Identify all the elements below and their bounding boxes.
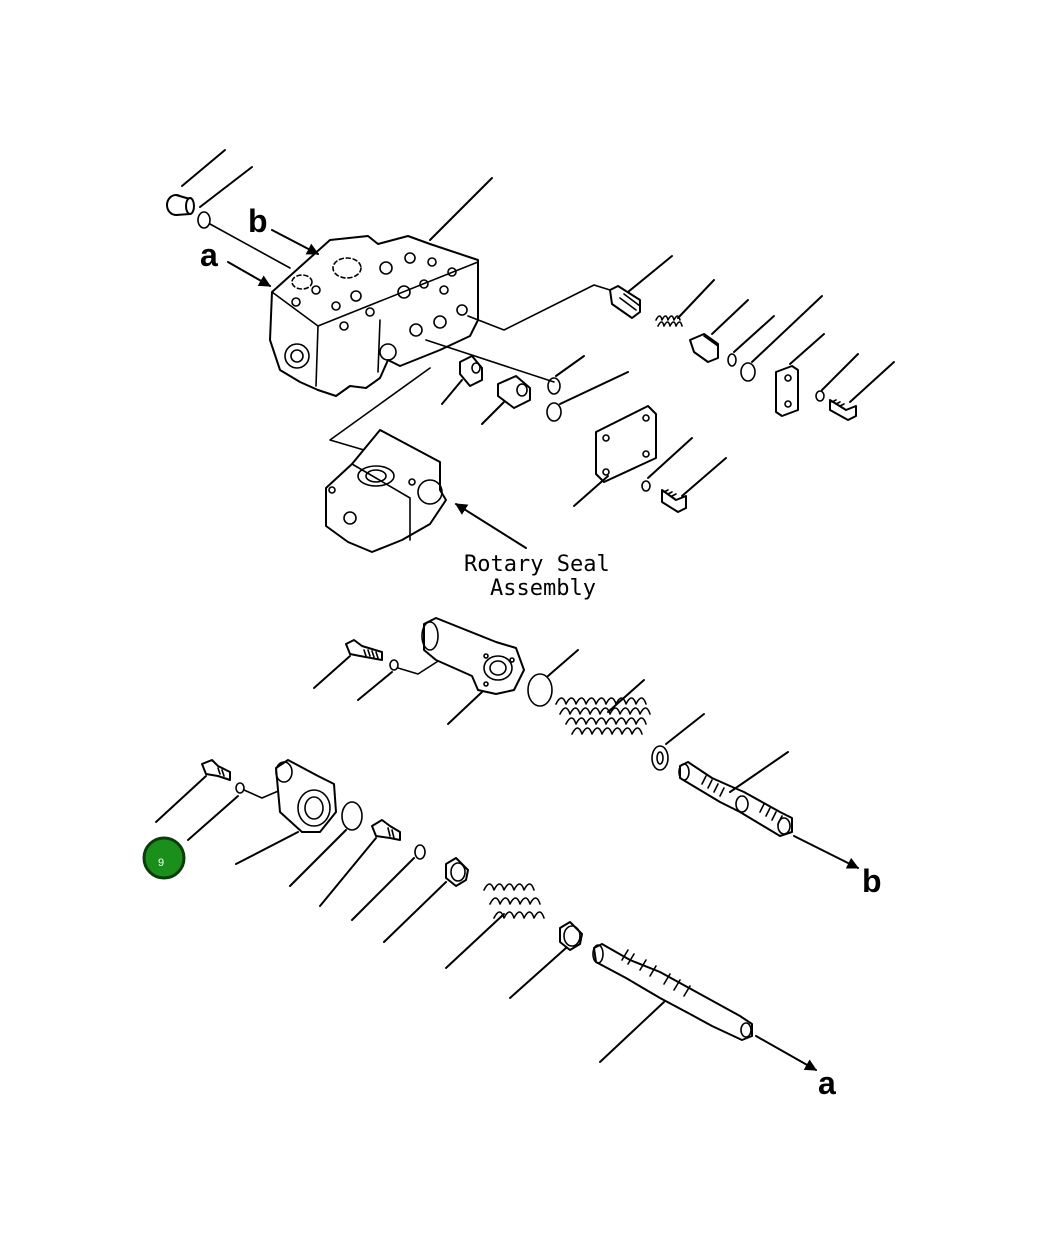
leader-line [559,371,629,405]
seat-part [445,857,469,887]
leader-line [711,299,749,335]
leader-line [447,691,483,725]
spring-part [655,315,683,327]
label-assembly: Assembly [490,576,596,601]
leader-line [647,437,693,479]
lock-washer [815,390,825,402]
leader-line [509,947,567,999]
leader-line [319,837,377,907]
plug-part [166,194,195,216]
leader-line [155,775,207,823]
bracket-part [775,365,799,417]
assembly-line [425,339,555,383]
leader-line [199,166,253,208]
leader-line [481,401,505,425]
washer [651,745,669,771]
elbow-housing-part [421,617,525,695]
arrow-rotary-seal [454,503,527,549]
leader-line [357,671,393,701]
o-ring [527,673,553,707]
washer [740,362,756,382]
callout-number: 9 [158,857,164,869]
leader-line [181,149,226,187]
o-ring [547,377,561,395]
assembly-line [329,367,431,451]
leader-line [821,353,859,391]
label-rotary-seal: Rotary Seal [464,552,610,577]
o-ring [341,801,363,831]
o-ring [727,353,737,367]
end-cap-housing-part [275,759,337,833]
arrow-b-lower [793,835,860,869]
washer-hole [656,751,664,765]
spring-part [483,883,545,919]
assembly-line [397,655,447,675]
relief-valve-part [609,285,641,319]
label-b-lower: b [862,863,882,899]
bolt-part [345,639,383,661]
washer [414,844,426,860]
leader-line [445,913,505,969]
lock-washer [235,782,245,794]
leader-line [607,679,645,713]
retainer-part [559,921,583,951]
leader-line [849,361,895,403]
label-b-upper: b [248,203,268,239]
o-ring [546,402,562,422]
sleeve-part [497,375,531,409]
spool-part [592,943,753,1041]
leader-line [235,831,299,865]
leader-line [627,255,673,293]
leader-line [351,857,415,921]
leader-line [441,379,463,405]
bolt-part [201,759,231,781]
valve-stem-part [678,761,793,837]
label-a-lower: a [818,1065,836,1101]
cover-plate-part [595,405,657,483]
label-a-upper: a [200,237,218,273]
leader-line [665,713,705,745]
leader-line [681,457,727,497]
leader-line [729,751,789,793]
leader-line [289,829,347,887]
callout-badge-9[interactable]: 9 [142,836,186,880]
arrow-a-upper [227,261,272,287]
rotary-seal-assembly-part [325,429,447,553]
leader-line [751,295,823,363]
bolt-part [829,399,857,421]
leader-line [573,475,609,507]
plug-screw-part [371,819,401,841]
arrow-a-lower [755,1035,818,1071]
lock-washer [389,659,399,671]
assembly-line [209,223,291,269]
leader-line [677,279,715,319]
leader-line [429,177,493,241]
o-ring [197,211,211,229]
sleeve-part [459,355,483,387]
spring-part [555,697,651,735]
leader-line [789,333,825,365]
bolt-part [661,489,687,513]
arrow-b-upper [271,229,320,255]
assembly-line [467,284,611,331]
leader-line [555,355,585,377]
leader-line [187,795,239,841]
leader-line [383,881,447,943]
valve-body [269,235,479,397]
leader-line [733,315,775,353]
lock-washer [641,480,651,492]
leader-line [599,1001,665,1063]
poppet-part [689,333,719,363]
leader-line [547,649,579,677]
leader-line [313,655,351,689]
